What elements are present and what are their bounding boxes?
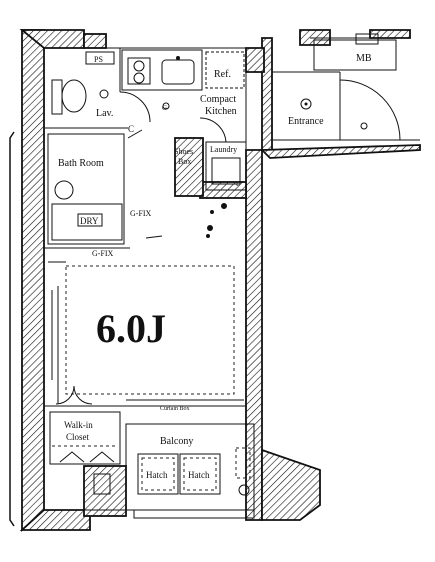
walk-in-closet — [49, 411, 121, 465]
closet-label-2: Closet — [66, 432, 90, 442]
mb-label: MB — [356, 53, 372, 64]
hatch-1 — [137, 453, 179, 495]
hatch-label-1: Hatch — [146, 470, 168, 480]
bath-room — [47, 133, 125, 245]
toilet — [51, 79, 109, 115]
lav-label: Lav. — [96, 108, 113, 119]
mb-box — [313, 39, 397, 71]
svg-text:C: C — [128, 124, 134, 134]
ps-label: PS — [94, 55, 103, 64]
g-fix-label-1: G-FIX — [130, 209, 152, 218]
ref-label: Ref. — [214, 69, 231, 80]
svg-text:G: G — [162, 104, 167, 112]
dry-box — [77, 213, 103, 227]
laundry-label: Laundry — [210, 145, 237, 154]
ref-box — [205, 51, 245, 89]
balcony-drain — [238, 484, 250, 496]
bath-room-label: Bath Room — [58, 158, 104, 169]
entrance-door-swing — [339, 79, 401, 141]
kitchen-counter — [121, 49, 203, 91]
main-room-carpet — [65, 265, 235, 395]
room-size-label: 6.0J — [96, 306, 166, 351]
curtain-box-label: Curtain Box — [160, 406, 190, 412]
balcony-label: Balcony — [160, 436, 193, 447]
shoes-box-label-1: Shoes — [174, 147, 193, 156]
hatch-label-2: Hatch — [188, 470, 210, 480]
kitchen-label-2: Kitchen — [205, 106, 237, 117]
left-margin-bracket — [9, 131, 15, 527]
entrance-light-icon — [300, 98, 312, 110]
g-fix-label-2: G-FIX — [92, 249, 114, 258]
entrance-label: Entrance — [288, 116, 324, 127]
dry-label: DRY — [80, 216, 99, 226]
kitchen-label-1: Compact — [200, 94, 236, 105]
shoes-box-label-2: Box — [178, 157, 191, 166]
hatch-2 — [179, 453, 221, 495]
svg-text:ℇ: ℇ — [236, 182, 240, 188]
outer-walls — [19, 29, 421, 533]
ps-box — [85, 51, 115, 65]
closet-label-1: Walk-in — [64, 420, 93, 430]
